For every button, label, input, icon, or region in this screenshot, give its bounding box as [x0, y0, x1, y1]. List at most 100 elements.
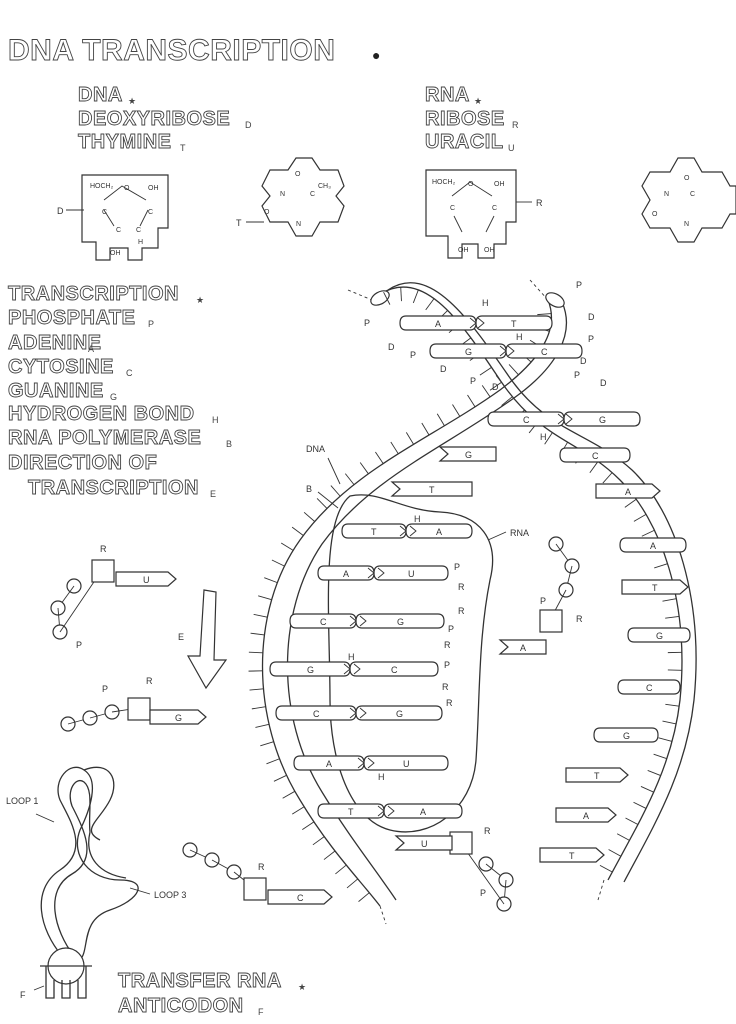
dna-pair-left-letter: C [523, 415, 530, 425]
rna-key: RNA ★ RIBOSE R URACIL U [425, 84, 519, 154]
hybrid-dna-base-letter: C [313, 709, 320, 719]
free-base-letter: U [421, 839, 428, 849]
key-deoxyribose: DEOXYRIBOSE [78, 108, 230, 130]
backbone-segment [624, 498, 637, 508]
key-item-sub: ★ [196, 295, 204, 305]
ribose-sugar [449, 831, 473, 855]
phosphate-mark: P [76, 640, 82, 650]
hybrid-dna-base-letter: A [343, 569, 349, 579]
backbone-mark: R [458, 582, 465, 592]
backbone-segment [390, 441, 399, 455]
dna-pair-right-letter: C [541, 347, 548, 357]
backbone-segment [273, 774, 287, 782]
key-uracil-sub: U [508, 143, 515, 153]
dna-pair-left [399, 315, 477, 331]
backbone-segment [359, 462, 369, 475]
free-nucleotide: RPG [60, 676, 207, 732]
ribose-hoch2: HOCH₂ [432, 179, 456, 186]
hbond-mark: H [540, 432, 547, 442]
dna-pair-right [505, 343, 583, 359]
template-base [559, 447, 631, 463]
hbond-mark: H [348, 652, 355, 662]
hydrogen-bond [377, 805, 395, 817]
deoxy-c3: C [116, 227, 121, 234]
template-base-letter: T [652, 583, 658, 593]
thymine-molecule: O N C CH₃ N O T [236, 157, 345, 237]
free-base-letter: A [520, 643, 526, 653]
rna-leader [487, 531, 507, 541]
key-item-sub: G [110, 392, 117, 402]
hydrogen-bond [343, 663, 361, 675]
backbone-segment [495, 375, 506, 387]
key-rna: RNA [425, 84, 470, 106]
key-item-label: RNA POLYMERASE [8, 427, 201, 449]
key-item-label: DIRECTION OF [8, 452, 157, 474]
hydrogen-bond [399, 525, 417, 537]
key-thymine-sub: T [180, 143, 186, 153]
phosphate-mark: P [540, 596, 546, 606]
dna-pair-left-letter: A [435, 319, 441, 329]
thy-c: C [310, 191, 315, 198]
ribose-oh: OH [494, 181, 505, 188]
backbone-mark: P [454, 562, 460, 572]
key-item-sub: P [148, 319, 154, 329]
polymerase-label: B [306, 484, 312, 494]
backbone-segment [508, 364, 519, 376]
polymerase-leader [317, 491, 339, 509]
backbone-segment [662, 598, 677, 602]
backbone-segment [589, 461, 599, 474]
backbone-segment [375, 451, 384, 464]
template-base-letter: G [465, 450, 472, 460]
free-base [498, 639, 547, 655]
hybrid-dna-base [289, 613, 357, 629]
dna-pair-left [429, 343, 507, 359]
backbone-segment [647, 770, 661, 776]
backbone-segment [330, 485, 341, 497]
template-base [617, 679, 681, 695]
template-base [438, 446, 497, 462]
free-base [267, 889, 333, 905]
backbone-segment [258, 595, 272, 601]
template-base [595, 483, 661, 499]
key-transfer-rna: TRANSFER RNA [118, 970, 282, 992]
hybrid-dna-base-letter: G [307, 665, 314, 675]
backbone-segment [264, 577, 278, 584]
backbone-mark: D [588, 312, 595, 322]
ribose-c2: C [492, 205, 497, 212]
backbone-segment [425, 298, 435, 311]
backbone-mark: R [444, 640, 451, 650]
direction-arrow-shape [186, 589, 228, 690]
backbone-segment [665, 615, 680, 619]
key-thymine: THYMINE [78, 131, 172, 153]
deoxy-h: H [138, 239, 143, 246]
backbone-segments [248, 287, 682, 902]
backbone-segment [302, 821, 315, 831]
backbone-segment [608, 849, 622, 857]
backbone-mark: D [600, 378, 607, 388]
anticodon-label: F [20, 990, 26, 1000]
loop3-label: LOOP 3 [154, 890, 186, 900]
hybrid-dna-base [317, 565, 375, 581]
backbone-mark: D [388, 342, 395, 352]
hybrid-rna-base [355, 705, 443, 721]
backbone-segment [481, 385, 491, 398]
key-dna-sub: ★ [128, 96, 136, 106]
transfer-rna: LOOP 1 LOOP 3 F [6, 766, 186, 1000]
backbone-segment [303, 511, 315, 522]
key-item-label: CYTOSINE [8, 356, 114, 378]
template-base-letter: C [592, 451, 599, 461]
uracil-molecule: O N C N O [641, 157, 736, 243]
dna-pair-right-letter: G [599, 415, 606, 425]
template-base [619, 537, 687, 553]
backbone-segment [358, 892, 370, 902]
key-item-sub: B [226, 439, 232, 449]
ribose-mark: R [100, 544, 107, 554]
key-ribose: RIBOSE [425, 108, 505, 130]
strand-end-top-left [370, 290, 390, 306]
backbone-segment [544, 432, 553, 445]
deoxyribose-molecule: HOCH₂ O OH C C C C OH H D [57, 174, 169, 261]
backbone-segment [662, 720, 677, 725]
